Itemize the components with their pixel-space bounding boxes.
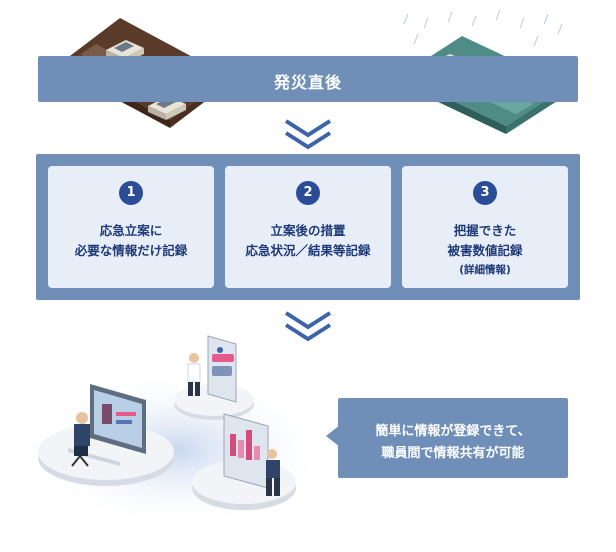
step-text-line-1: 把握できた	[453, 223, 517, 238]
recording-steps-panel: 1 応急立案に 必要な情報だけ記録 2 立案後の措置 応急状況／結果等記録 3 …	[36, 154, 580, 300]
step-text-line-1: 応急立案に	[99, 223, 163, 238]
step-number-badge: 3	[473, 181, 497, 205]
step-card-1: 1 応急立案に 必要な情報だけ記録	[48, 166, 214, 288]
step-number-badge: 2	[296, 181, 320, 205]
info-sharing-callout: 簡単に情報が登録できて、 職員間で情報共有が可能	[338, 398, 568, 478]
callout-text-line-1: 簡単に情報が登録できて、	[375, 424, 531, 439]
callout-pointer	[326, 425, 340, 447]
step-card-3: 3 把握できた 被害数値記録 (詳細情報)	[402, 166, 568, 288]
information-sharing-illustration	[28, 335, 328, 530]
callout-text-line-2: 職員間で情報共有が可能	[381, 446, 525, 461]
step-card-2: 2 立案後の措置 応急状況／結果等記録	[225, 166, 391, 288]
chevron-down-icon	[284, 311, 332, 342]
step-number-badge: 1	[119, 181, 143, 205]
step-text-line-2: 被害数値記録	[447, 243, 523, 258]
step-text-line-1: 立案後の措置	[270, 223, 346, 238]
step-text-sub: (詳細情報)	[459, 264, 511, 276]
post-disaster-banner: 発災直後	[38, 56, 578, 102]
chevron-down-icon	[284, 119, 332, 150]
step-text-line-2: 必要な情報だけ記録	[74, 243, 188, 258]
step-text-line-2: 応急状況／結果等記録	[245, 243, 371, 258]
banner-title: 発災直後	[273, 73, 342, 92]
